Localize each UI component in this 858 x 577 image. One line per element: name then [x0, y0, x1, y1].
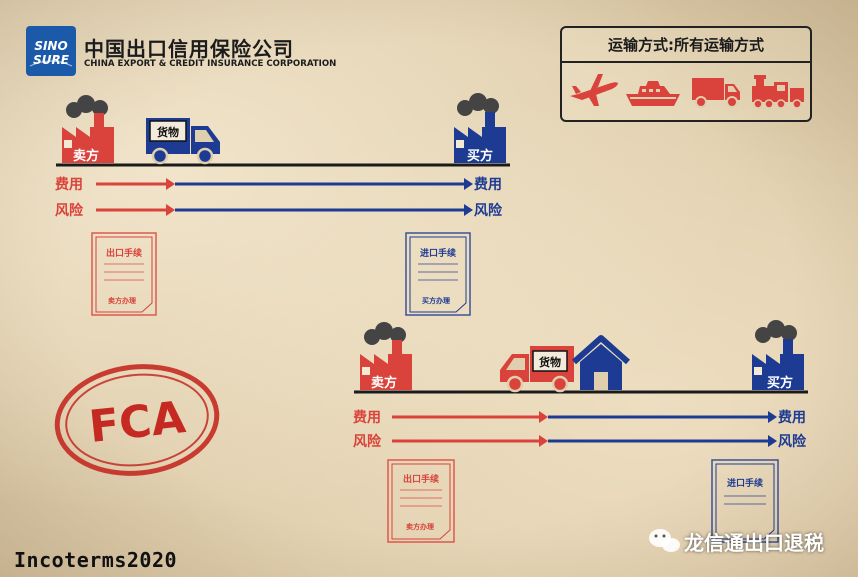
goods-truck-icon-2	[500, 346, 574, 393]
wechat-account-name: 龙信通出口退税	[684, 531, 824, 555]
logo-badge-line2: SURE	[33, 53, 70, 67]
export-doc-title-2: 出口手续	[403, 473, 439, 485]
seller-label: 卖方	[73, 148, 99, 164]
airplane-icon	[570, 74, 618, 106]
import-doc-title-2: 进口手续	[727, 477, 763, 489]
train-icon	[752, 75, 804, 109]
risk-label-left-2: 风险	[353, 433, 382, 450]
import-doc-title: 进口手续	[420, 247, 456, 259]
logo-badge-line1: SINO	[34, 39, 67, 53]
transport-box-divider	[562, 61, 810, 63]
sinosure-logo-badge: SINO SURE	[26, 26, 76, 76]
truck-icon	[692, 78, 740, 108]
seller-factory-icon	[62, 95, 114, 163]
cost-label-left: 费用	[55, 176, 83, 193]
buyer-factory-icon	[454, 93, 506, 163]
risk-label-left: 风险	[55, 202, 84, 219]
import-document-icon	[405, 232, 471, 316]
import-doc-footer: 买方办理	[422, 296, 450, 305]
cost-label-left-2: 费用	[353, 409, 381, 426]
company-name-en: CHINA EXPORT & CREDIT INSURANCE CORPORAT…	[84, 59, 337, 69]
ship-icon	[626, 81, 680, 106]
cost-label-right: 费用	[474, 176, 502, 193]
import-document-icon-2	[711, 459, 779, 543]
risk-label-right: 风险	[474, 202, 503, 219]
export-doc-footer: 卖方办理	[108, 296, 136, 305]
fca-stamp-text: FCA	[87, 392, 188, 453]
buyer-label-2: 买方	[767, 375, 793, 391]
fca-stamp	[54, 364, 220, 476]
seller-label-2: 卖方	[371, 375, 397, 391]
company-name-cn: 中国出口信用保险公司	[84, 37, 294, 61]
export-document-icon-2	[387, 459, 455, 543]
seller-factory-icon-2	[360, 322, 412, 390]
export-document-icon	[91, 232, 157, 316]
transport-mode-title: 运输方式:所有运输方式	[608, 36, 764, 54]
cost-label-right-2: 费用	[778, 409, 806, 426]
incoterms-label: Incoterms2020	[14, 548, 178, 572]
goods-label: 货物	[156, 125, 179, 139]
buyer-factory-icon-2	[752, 320, 804, 390]
risk-label-right-2: 风险	[778, 433, 807, 450]
export-doc-footer-2: 卖方办理	[406, 522, 434, 531]
house-icon	[572, 335, 630, 390]
buyer-label: 买方	[467, 148, 493, 164]
transport-mode-box: 运输方式:所有运输方式	[560, 26, 812, 122]
goods-truck-icon	[146, 118, 220, 165]
export-doc-title: 出口手续	[106, 247, 142, 259]
goods-label-2: 货物	[538, 355, 561, 369]
wechat-icon	[649, 529, 680, 552]
